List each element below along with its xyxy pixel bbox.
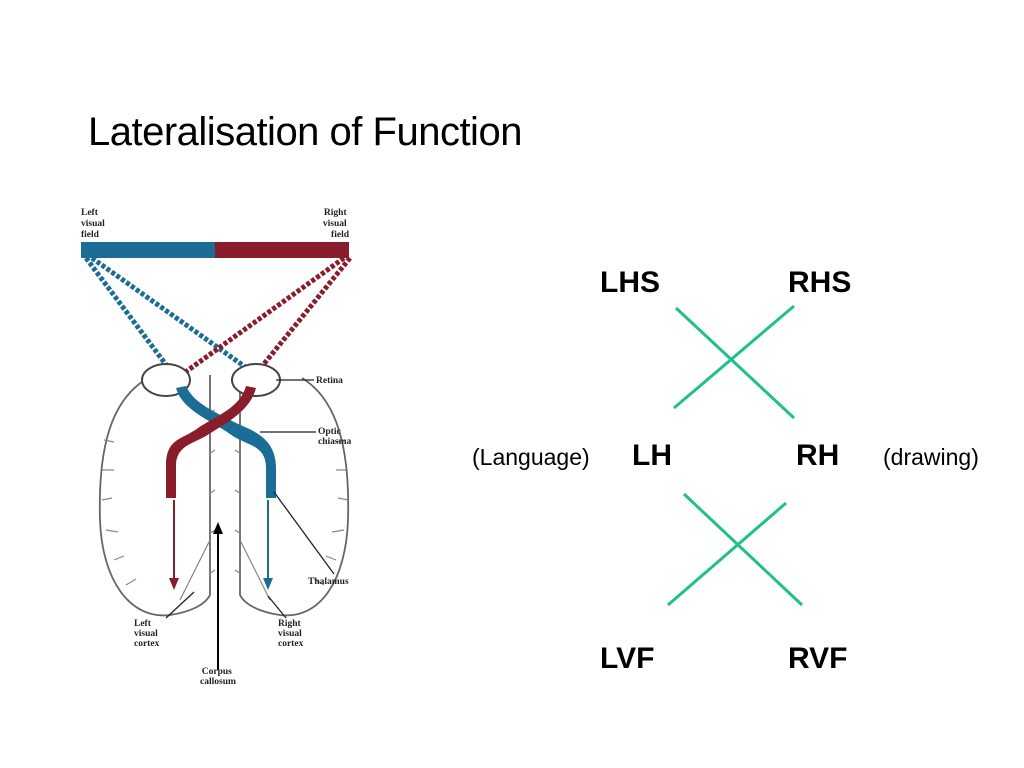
left-visual-field-bar bbox=[81, 242, 215, 258]
drawing-note: (drawing) bbox=[883, 444, 979, 470]
left-radiation-arrowhead bbox=[169, 578, 179, 590]
crossing-lines bbox=[660, 300, 820, 620]
lower-cross-line-a bbox=[682, 492, 804, 607]
right-eye bbox=[231, 363, 281, 397]
rhs-label: RHS bbox=[788, 266, 852, 299]
left-field-optic-tract bbox=[176, 386, 276, 498]
right-visual-cortex-label: Right visual cortex bbox=[278, 619, 304, 649]
right-cortex-pointer bbox=[267, 595, 287, 619]
left-cortex-pointer bbox=[165, 591, 195, 619]
right-visual-field-label: Right visual field bbox=[323, 208, 350, 240]
right-radiation-arrowhead bbox=[263, 578, 273, 590]
corpus-callosum-label: Corpus callosum bbox=[200, 667, 236, 687]
visual-pathway-figure: Left visual field Right visual field bbox=[70, 200, 380, 695]
right-field-ray-to-left-eye bbox=[164, 255, 346, 389]
brain-gyri bbox=[101, 409, 349, 601]
thalamus-label: Thalamus bbox=[308, 577, 349, 587]
retina-label: Retina bbox=[316, 376, 343, 386]
lhs-label: LHS bbox=[600, 266, 660, 299]
language-note: (Language) bbox=[472, 444, 590, 470]
crossing-lines-svg bbox=[667, 304, 804, 607]
right-visual-field-bar bbox=[215, 242, 349, 258]
rh-label: RH bbox=[796, 439, 840, 472]
upper-cross-line-b bbox=[673, 304, 795, 410]
lvf-label: LVF bbox=[600, 642, 655, 675]
rvf-label: RVF bbox=[788, 642, 848, 675]
thalamus-pointer bbox=[273, 491, 335, 575]
brain-outline bbox=[98, 375, 350, 617]
visual-pathway-diagram: Left visual field Right visual field bbox=[81, 208, 352, 687]
lower-cross-line-b bbox=[667, 501, 787, 607]
right-field-ray-to-right-eye bbox=[244, 256, 352, 388]
left-visual-cortex-label: Left visual cortex bbox=[134, 619, 160, 649]
slide-title: Lateralisation of Function bbox=[88, 110, 522, 154]
lh-label: LH bbox=[632, 439, 672, 472]
left-visual-field-label: Left visual field bbox=[81, 208, 107, 240]
right-field-optic-tract bbox=[166, 386, 256, 498]
corpus-callosum-arrowhead bbox=[213, 522, 223, 534]
upper-cross-line-a bbox=[674, 306, 796, 420]
optic-chiasma-label: Optic chiasma bbox=[318, 427, 352, 447]
left-field-ray-to-right-eye bbox=[90, 255, 274, 389]
